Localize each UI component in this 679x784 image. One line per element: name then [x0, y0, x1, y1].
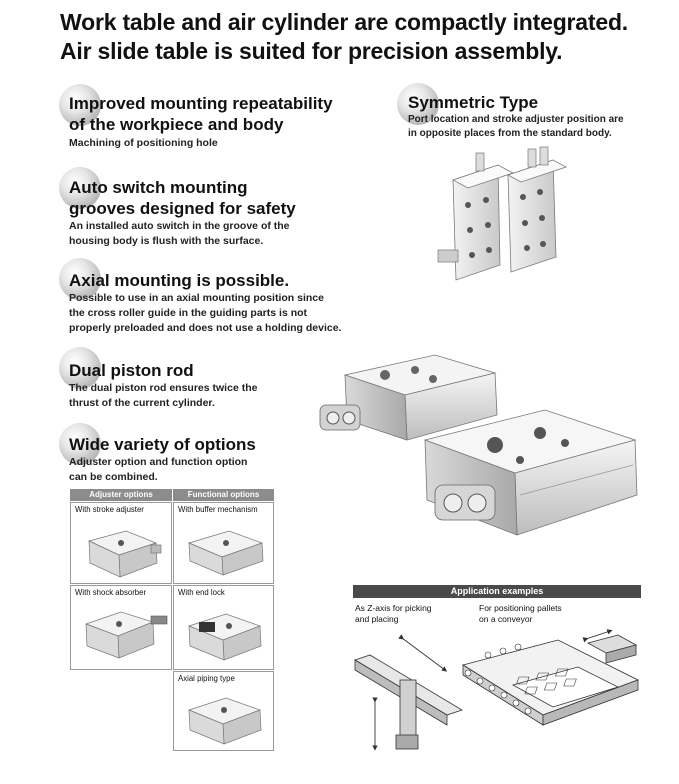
option-image: [187, 613, 262, 661]
pick-place-illustration: [354, 634, 463, 751]
feature-title: Wide variety of options: [69, 435, 256, 454]
option-axial-piping: Axial piping type: [173, 671, 274, 751]
feature-title: of the workpiece and body: [69, 115, 284, 134]
conveyor-illustration: [462, 629, 640, 726]
feature-auto-switch: Auto switch mounting grooves designed fo…: [59, 167, 296, 249]
feature-title: Auto switch mounting: [69, 178, 248, 197]
bubble-icon: [397, 83, 439, 125]
feature-desc: An installed auto switch in the groove o…: [69, 220, 290, 232]
grid-header-adjuster: Adjuster options: [70, 489, 172, 501]
option-stroke-adjuster: With stroke adjuster: [70, 502, 172, 584]
headline: Work table and air cylinder are compactl…: [60, 8, 628, 66]
application-right-caption: For positioning pallets on a conveyor: [479, 603, 562, 625]
feature-desc: The dual piston rod ensures twice the: [69, 382, 258, 394]
feature-title: Axial mounting is possible.: [69, 271, 290, 290]
bubble-icon: [59, 258, 101, 300]
option-shock-absorber: With shock absorber: [70, 585, 172, 670]
option-label: With end lock: [178, 588, 225, 597]
feature-title: grooves designed for safety: [69, 199, 296, 218]
headline-line-1: Work table and air cylinder are compactl…: [60, 9, 628, 35]
feature-desc: housing body is flush with the surface.: [69, 235, 264, 247]
feature-dual-piston: Dual piston rod The dual piston rod ensu…: [59, 347, 257, 411]
bubble-icon: [59, 167, 101, 209]
bubble-icon: [59, 347, 101, 389]
bubble-icon: [59, 423, 101, 465]
option-label: Axial piping type: [178, 674, 235, 683]
feature-desc: the cross roller guide in the guiding pa…: [69, 307, 308, 319]
feature-options: Wide variety of options Adjuster option …: [59, 423, 256, 485]
symmetric-product-image: [437, 146, 568, 281]
symmetric-desc: Port location and stroke adjuster positi…: [408, 114, 624, 125]
option-image: [187, 530, 264, 576]
feature-desc: can be combined.: [69, 471, 158, 483]
feature-title: Improved mounting repeatability: [69, 94, 333, 113]
feature-mounting-repeatability: Improved mounting repeatability of the w…: [59, 84, 333, 151]
grid-header-functional: Functional options: [173, 489, 274, 501]
feature-desc: thrust of the current cylinder.: [69, 397, 215, 409]
symmetric-desc: in opposite places from the standard bod…: [408, 128, 612, 139]
option-image: [87, 530, 162, 578]
caption-line: For positioning pallets: [479, 603, 562, 613]
caption-line: As Z-axis for picking: [355, 603, 432, 613]
option-image: [84, 611, 168, 659]
feature-desc: properly preloaded and does not use a ho…: [69, 322, 342, 334]
feature-desc: Possible to use in an axial mounting pos…: [69, 292, 324, 304]
application-left-caption: As Z-axis for picking and placing: [355, 603, 432, 625]
option-image: [187, 697, 262, 745]
bubble-icon: [59, 84, 101, 126]
option-end-lock: With end lock: [173, 585, 274, 670]
symmetric-title: Symmetric Type: [408, 93, 539, 112]
headline-line-2: Air slide table is suited for precision …: [60, 38, 563, 64]
option-buffer: With buffer mechanism: [173, 502, 274, 584]
feature-axial-mounting: Axial mounting is possible. Possible to …: [59, 258, 341, 336]
caption-line: on a conveyor: [479, 614, 533, 624]
option-label: With stroke adjuster: [75, 505, 144, 514]
option-label: With buffer mechanism: [178, 505, 258, 514]
symmetric-type-section: Symmetric Type Port location and stroke …: [397, 83, 624, 141]
feature-desc: Machining of positioning hole: [69, 137, 218, 149]
option-label: With shock absorber: [75, 588, 147, 597]
application-examples-bar: Application examples: [353, 585, 641, 598]
main-product-image: [319, 354, 638, 536]
feature-title: Dual piston rod: [69, 361, 194, 380]
feature-desc: Adjuster option and function option: [69, 456, 248, 468]
caption-line: and placing: [355, 614, 399, 624]
